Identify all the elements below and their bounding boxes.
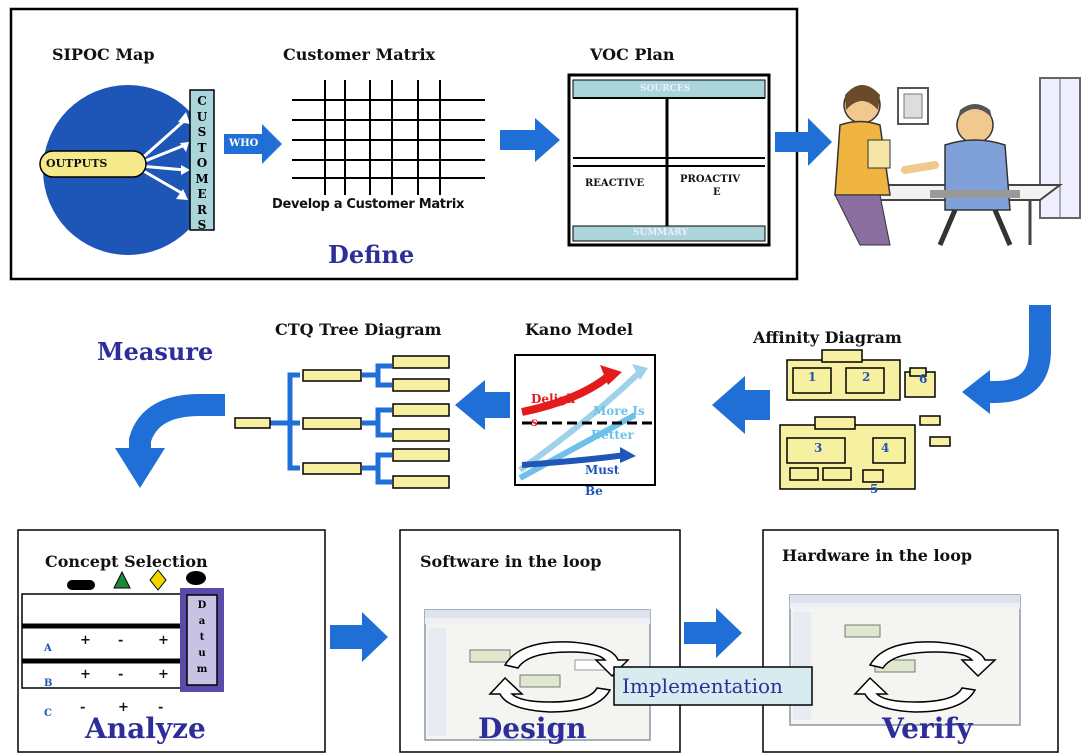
- implementation-box: [613, 666, 813, 706]
- kano-model-box: [514, 354, 656, 486]
- kano-be: Be: [585, 484, 603, 498]
- concept-selection-title: Concept Selection: [45, 552, 208, 571]
- verify-phase-label: Verify: [882, 712, 973, 745]
- ctq-arrow: [455, 380, 510, 430]
- loop-arrows-design: [488, 641, 630, 713]
- voc-proactive-e: E: [713, 187, 721, 198]
- concept-table: [21, 588, 224, 692]
- customers-letters: C U S T O M E R S: [195, 94, 209, 232]
- curve-arrow-right: [985, 305, 1051, 403]
- ctq-tree: [234, 355, 450, 489]
- row-b-mark-2: -: [118, 667, 124, 682]
- hardware-loop-title: Hardware in the loop: [782, 546, 973, 565]
- row-label-b: B: [44, 678, 53, 689]
- affinity-num-5: 5: [870, 482, 879, 496]
- sipoc-arrows: [139, 118, 186, 197]
- affinity-num-2: 2: [862, 370, 871, 384]
- design-frame: [399, 529, 681, 753]
- software-loop-title: Software in the loop: [420, 552, 602, 571]
- analyze-frame: [17, 529, 326, 753]
- concept-symbols: [67, 569, 206, 591]
- matrix-caption: Develop a Customer Matrix: [272, 197, 465, 212]
- verify-arrow: [684, 608, 742, 658]
- kano-arrow: [712, 376, 770, 434]
- affinity-num-3: 3: [814, 441, 823, 455]
- row-a-mark-3: +: [158, 633, 169, 648]
- row-a-mark-2: -: [118, 633, 124, 648]
- row-b-mark-1: +: [80, 667, 91, 682]
- sipoc-title: SIPOC Map: [52, 45, 155, 64]
- verify-frame: [762, 529, 1059, 753]
- customers-column: [189, 89, 215, 231]
- row-a-mark-1: +: [80, 633, 91, 648]
- customer-matrix-title: Customer Matrix: [283, 45, 436, 64]
- loop-arrows-verify: [853, 641, 997, 713]
- affinity-diagram: [779, 349, 951, 490]
- affinity-num-4: 4: [881, 441, 890, 455]
- outputs-label: OUTPUTS: [46, 157, 108, 170]
- row-label-c: C: [44, 708, 52, 719]
- ctq-title: CTQ Tree Diagram: [275, 320, 442, 339]
- row-c-mark-2: +: [118, 700, 129, 715]
- affinity-num-1: 1: [808, 370, 817, 384]
- design-arrow: [330, 612, 388, 662]
- row-b-mark-3: +: [158, 667, 169, 682]
- datum-label: D a t u m: [196, 600, 208, 675]
- voc-plan-box: [567, 73, 771, 247]
- row-c-mark-3: -: [158, 700, 164, 715]
- affinity-title: Affinity Diagram: [753, 328, 902, 347]
- kano-delight-s: s: [531, 415, 538, 429]
- kano-more-is: More Is: [593, 404, 645, 418]
- affinity-num-6: 6: [919, 372, 928, 386]
- voc-reactive: REACTIVE: [585, 178, 645, 189]
- who-arrow: [224, 124, 282, 164]
- voc-arrow: [500, 118, 560, 162]
- row-c-mark-1: -: [80, 700, 86, 715]
- implementation-label: Implementation: [622, 674, 783, 698]
- measure-phase-label: Measure: [97, 337, 214, 366]
- kano-must: Must: [585, 463, 620, 477]
- define-phase-label: Define: [328, 240, 415, 269]
- design-phase-label: Design: [478, 712, 587, 745]
- voc-sources: SOURCES: [640, 84, 691, 94]
- customer-matrix-grid: [292, 80, 485, 195]
- curve-arrow-left: [129, 394, 225, 455]
- voc-summary: SUMMARY: [633, 228, 688, 238]
- office-interview-illustration: [834, 77, 1081, 246]
- voc-title: VOC Plan: [590, 45, 675, 64]
- outputs-pill: [39, 150, 147, 178]
- kano-better: Better: [591, 428, 634, 442]
- kano-delight: Deligh: [531, 392, 576, 406]
- analyze-phase-label: Analyze: [85, 712, 206, 745]
- row-label-a: A: [44, 643, 52, 654]
- kano-title: Kano Model: [525, 320, 633, 339]
- who-label: WHO: [229, 138, 259, 149]
- office-arrow: [775, 118, 832, 166]
- voc-proactive: PROACTIV: [680, 174, 741, 185]
